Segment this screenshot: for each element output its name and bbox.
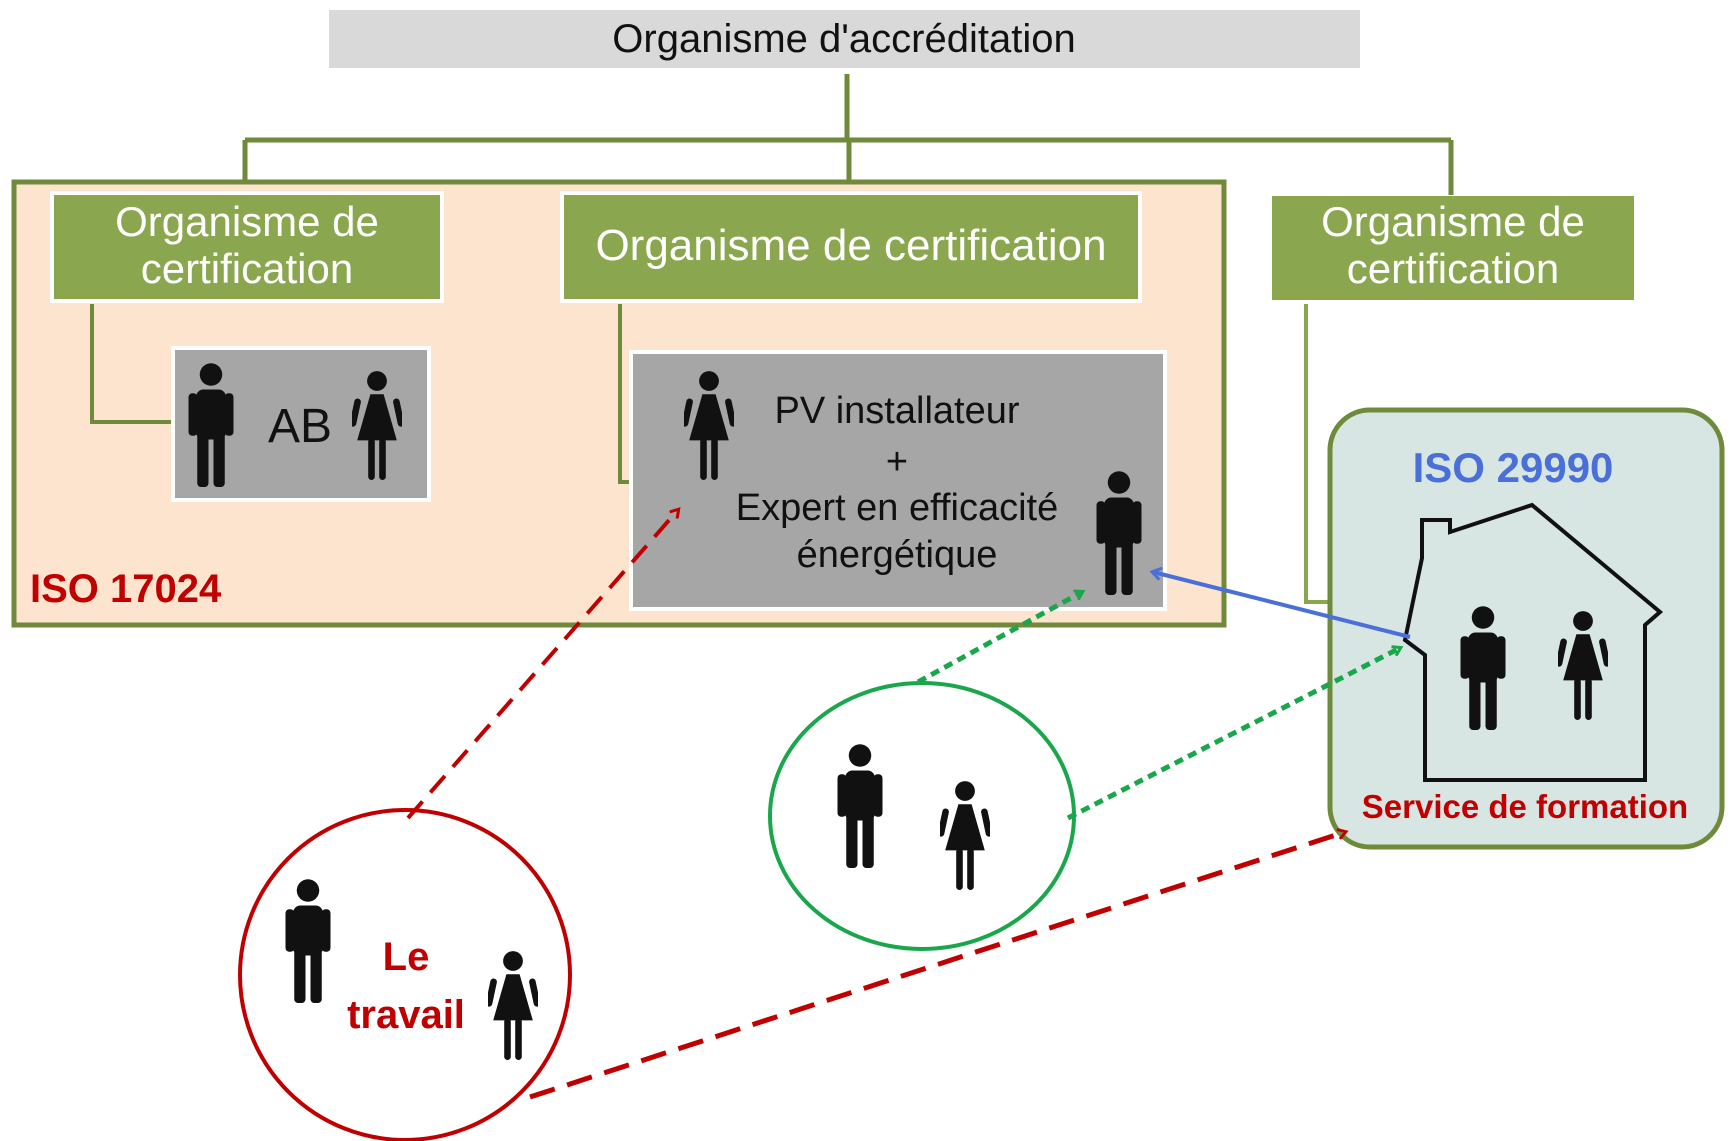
red-dashed-arrow-up	[406, 510, 678, 820]
pv-box: PV installateur + Expert en efficacité é…	[629, 350, 1167, 611]
green-dashed-arrow-left	[916, 592, 1082, 685]
red-dashed-arrow-right	[529, 832, 1345, 1100]
green-circle-group	[768, 681, 1076, 951]
cert-box-left: Organisme de certification	[50, 191, 444, 303]
travail-line2: travail	[347, 993, 465, 1037]
cert-box-middle: Organisme de certification	[560, 191, 1142, 303]
pv-line1: PV installateur	[774, 390, 1019, 432]
iso29990-label: ISO 29990	[1413, 444, 1614, 491]
arrows	[406, 510, 1411, 1100]
iso29990-region: ISO 29990 Service de formation	[1327, 407, 1725, 850]
formation-label: Service de formation	[1362, 788, 1688, 825]
accreditation-label: Organisme d'accréditation	[612, 17, 1075, 61]
blue-arrow	[1153, 572, 1411, 639]
green-dashed-arrow-right	[1066, 648, 1400, 821]
cert-mid-label: Organisme de certification	[595, 221, 1106, 270]
ab-label: AB	[268, 400, 332, 453]
travail-circle-group: Le travail	[238, 808, 572, 1141]
cert-left-line2: certification	[141, 245, 353, 292]
cert-left-line1: Organisme de	[115, 198, 379, 245]
pv-line2: +	[886, 441, 908, 483]
ab-box: AB	[171, 346, 431, 502]
iso17024-label: ISO 17024	[30, 567, 222, 611]
house-icon	[1402, 502, 1664, 782]
cert-right-line2: certification	[1347, 245, 1559, 292]
cert-box-right: Organisme de certification	[1272, 196, 1634, 300]
pv-line4: énergétique	[797, 534, 998, 576]
accreditation-box: Organisme d'accréditation	[329, 10, 1360, 68]
travail-line1: Le	[383, 935, 430, 979]
pv-line3: Expert en efficacité	[736, 487, 1058, 529]
cert-right-line1: Organisme de	[1321, 198, 1585, 245]
connector-tree	[242, 74, 1454, 195]
